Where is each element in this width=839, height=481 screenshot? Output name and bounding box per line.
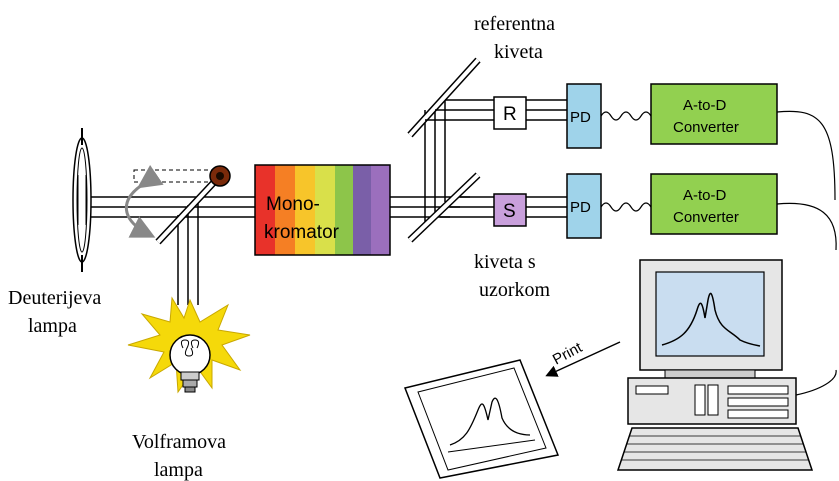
sample-cell: S <box>493 193 527 227</box>
mono-band-3 <box>315 165 335 255</box>
mono-band-1 <box>275 165 295 255</box>
beam-source-to-mono <box>90 196 255 218</box>
detector-reference: PD <box>566 83 602 149</box>
mono-band-2 <box>295 165 315 255</box>
reference-cell-label: R <box>503 104 517 125</box>
converter-sample-line1: A-to-D <box>683 187 727 204</box>
detector-sample-label: PD <box>570 199 591 216</box>
detector-sample: PD <box>566 173 602 239</box>
deuterium-lamp-caption-1: Deuterijeva <box>8 287 101 309</box>
cable-computer <box>795 369 837 396</box>
tungsten-lamp-caption-1: Volframova <box>132 431 226 453</box>
reference-cell-caption-2: kiveta <box>494 41 543 63</box>
switching-mirror <box>133 165 231 245</box>
monochromator: Mono- kromator <box>254 164 391 256</box>
sample-cell-caption-2: uzorkom <box>479 279 551 301</box>
mono-label-2: kromator <box>264 222 340 243</box>
converter-reference: A-to-D Converter <box>650 83 778 145</box>
monitor-spectrum-curve <box>661 292 761 347</box>
print-label: Print <box>550 339 586 369</box>
printout-spectrum-curve <box>449 397 531 446</box>
printout <box>403 359 560 479</box>
converter-reference-line1: A-to-D <box>683 97 727 114</box>
beam-splitter-vertical <box>424 100 446 222</box>
mono-band-4 <box>335 165 353 255</box>
upper-mirror <box>407 57 481 138</box>
mono-band-5 <box>353 165 371 255</box>
lower-splitter <box>407 172 481 243</box>
deuterium-lamp-caption-2: lampa <box>28 315 77 337</box>
beam-tungsten-vertical <box>177 195 199 305</box>
mirror-rotation-arrow <box>124 164 164 238</box>
sample-cell-label: S <box>503 201 516 222</box>
cable-sample <box>776 202 837 251</box>
deuterium-lamp <box>72 128 92 272</box>
wire-sample <box>600 202 652 212</box>
converter-sample-line2: Converter <box>673 209 739 226</box>
computer <box>616 259 814 471</box>
detector-reference-label: PD <box>570 109 591 126</box>
reference-cell: R <box>493 96 527 130</box>
wire-reference <box>600 111 652 121</box>
mono-label-1: Mono- <box>266 194 320 215</box>
mono-band-6 <box>371 165 390 255</box>
tungsten-lamp-caption-2: lampa <box>154 459 203 481</box>
cable-reference <box>776 110 836 201</box>
mono-band-0 <box>255 165 275 255</box>
converter-sample: A-to-D Converter <box>650 173 778 235</box>
tungsten-lamp <box>127 296 251 394</box>
converter-reference-line2: Converter <box>673 119 739 136</box>
print-arrow <box>545 341 621 377</box>
sample-cell-caption-1: kiveta s <box>474 251 536 273</box>
reference-cell-caption-1: referentna <box>474 13 555 35</box>
